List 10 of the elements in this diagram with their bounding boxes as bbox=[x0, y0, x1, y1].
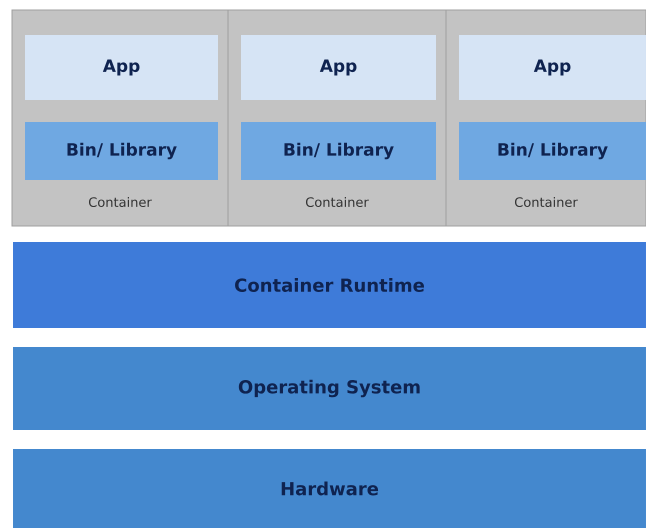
layer-band: Hardware bbox=[13, 449, 646, 528]
layer-band: Operating System bbox=[13, 347, 646, 430]
library-box: Bin/ Library bbox=[241, 122, 436, 180]
library-box: Bin/ Library bbox=[459, 122, 646, 180]
app-box: App bbox=[459, 35, 646, 100]
library-box: Bin/ Library bbox=[25, 122, 218, 180]
node-label: Container bbox=[514, 196, 578, 208]
runtime-layer: Container Runtime bbox=[13, 242, 646, 328]
app-box: App bbox=[25, 35, 218, 100]
app-box: App bbox=[241, 35, 436, 100]
